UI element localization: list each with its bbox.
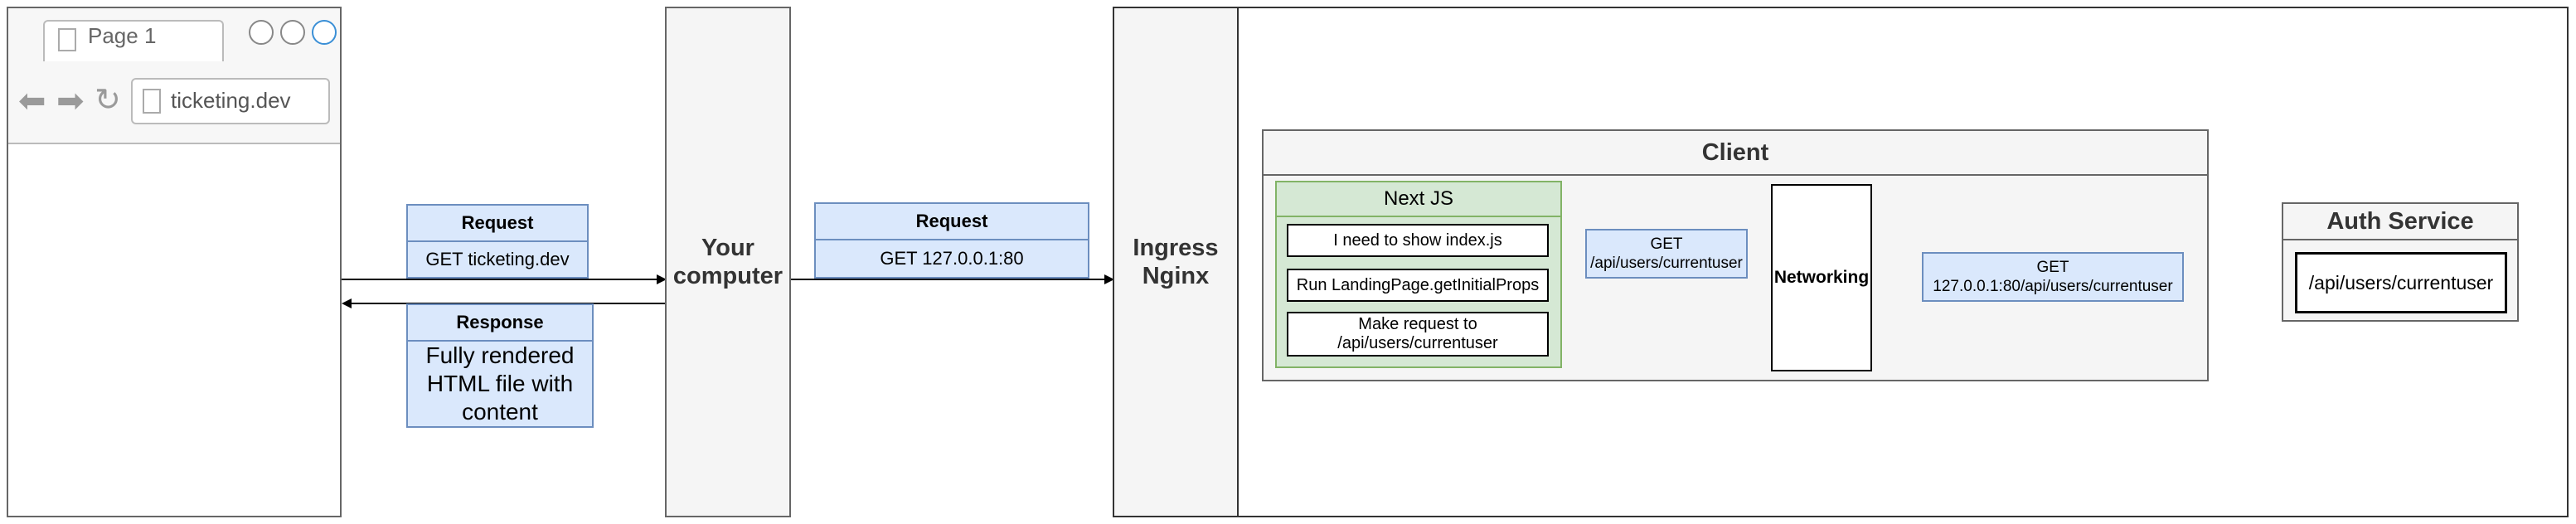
request-title: Request [408,206,587,242]
computer-label: Your computer [672,235,783,289]
request-title: Request [816,204,1088,240]
nextjs-step: Make request to /api/users/currentuser [1287,312,1549,357]
get-label: GET /api/users/currentuser [1585,229,1748,279]
file-icon [58,28,76,51]
auth-service-box: Auth Service /api/users/currentuser [2282,202,2519,322]
browser-window: Page 1 ⬅ ➡ ↻ ticketing.dev [7,7,342,517]
nextjs-title: Next JS [1277,182,1560,217]
window-circle-icon[interactable] [280,20,305,45]
address-bar[interactable] [131,78,330,124]
ingress-label: Ingress Nginx [1133,235,1219,289]
file-icon [143,89,161,114]
browser-chrome: Page 1 ⬅ ➡ ↻ ticketing.dev [8,8,340,144]
auth-service-title: Auth Service [2283,204,2517,240]
request-box: Request GET 127.0.0.1:80 [814,202,1089,279]
arrow-left-icon[interactable]: ⬅ [18,83,46,119]
window-circle-icon[interactable] [249,20,274,45]
reload-icon[interactable]: ↻ [95,83,121,118]
computer-box: Your computer [665,7,791,517]
response-body: Fully rendered HTML file with content [425,342,575,425]
browser-tab[interactable] [43,20,224,61]
url-text: ticketing.dev [171,88,291,113]
window-circle-icon[interactable] [312,20,337,45]
nextjs-step: I need to show index.js [1287,224,1549,257]
response-title: Response [408,305,592,342]
nextjs-step: Run LandingPage.getInitialProps [1287,269,1549,302]
response-box: Response Fully rendered HTML file with c… [406,303,594,428]
ingress-box: Ingress Nginx [1113,7,1239,517]
tab-label: Page 1 [88,23,157,48]
client-title: Client [1264,131,2207,176]
request-body: GET 127.0.0.1:80 [880,248,1024,269]
get-full-label: GET 127.0.0.1:80/api/users/currentuser [1922,252,2184,302]
arrow-right-icon[interactable]: ➡ [56,83,85,119]
networking-box: Networking [1771,184,1872,371]
request-body: GET ticketing.dev [425,249,570,269]
request-box: Request GET ticketing.dev [406,204,589,279]
auth-route: /api/users/currentuser [2295,252,2507,313]
